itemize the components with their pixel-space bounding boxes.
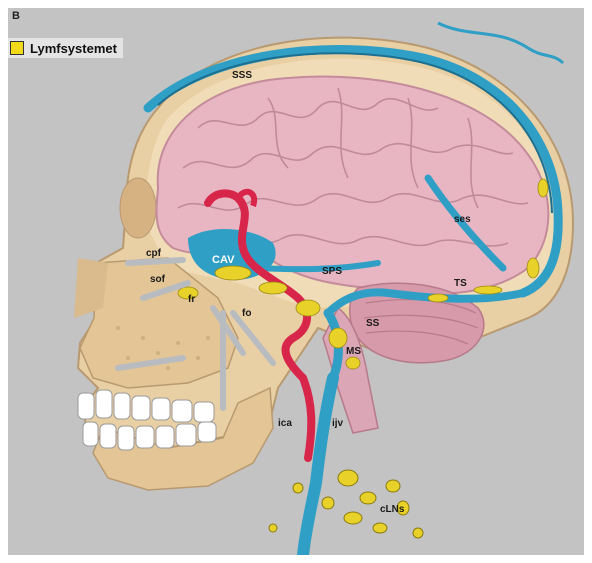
anatomy-figure: B Lymfsystemet SSS ses cpf sof CAV fr fo…: [8, 8, 584, 555]
label-ms: MS: [346, 346, 361, 357]
label-cav: CAV: [212, 254, 234, 266]
label-ses: ses: [454, 214, 471, 225]
panel-letter: B: [12, 10, 20, 22]
legend: Lymfsystemet: [8, 38, 123, 58]
label-sss: SSS: [232, 70, 252, 81]
label-fo: fo: [242, 308, 251, 319]
label-ss: SS: [366, 318, 379, 329]
label-ica: ica: [278, 418, 292, 429]
head-illustration: [8, 8, 584, 555]
label-sof: sof: [150, 274, 165, 285]
label-clns: cLNs: [380, 504, 404, 515]
orbit: [120, 178, 156, 238]
legend-label: Lymfsystemet: [30, 41, 117, 56]
legend-swatch: [10, 41, 24, 55]
label-ts: TS: [454, 278, 467, 289]
label-ijv: ijv: [332, 418, 343, 429]
label-sps: SPS: [322, 266, 342, 277]
label-cpf: cpf: [146, 248, 161, 259]
label-fr: fr: [188, 294, 195, 305]
